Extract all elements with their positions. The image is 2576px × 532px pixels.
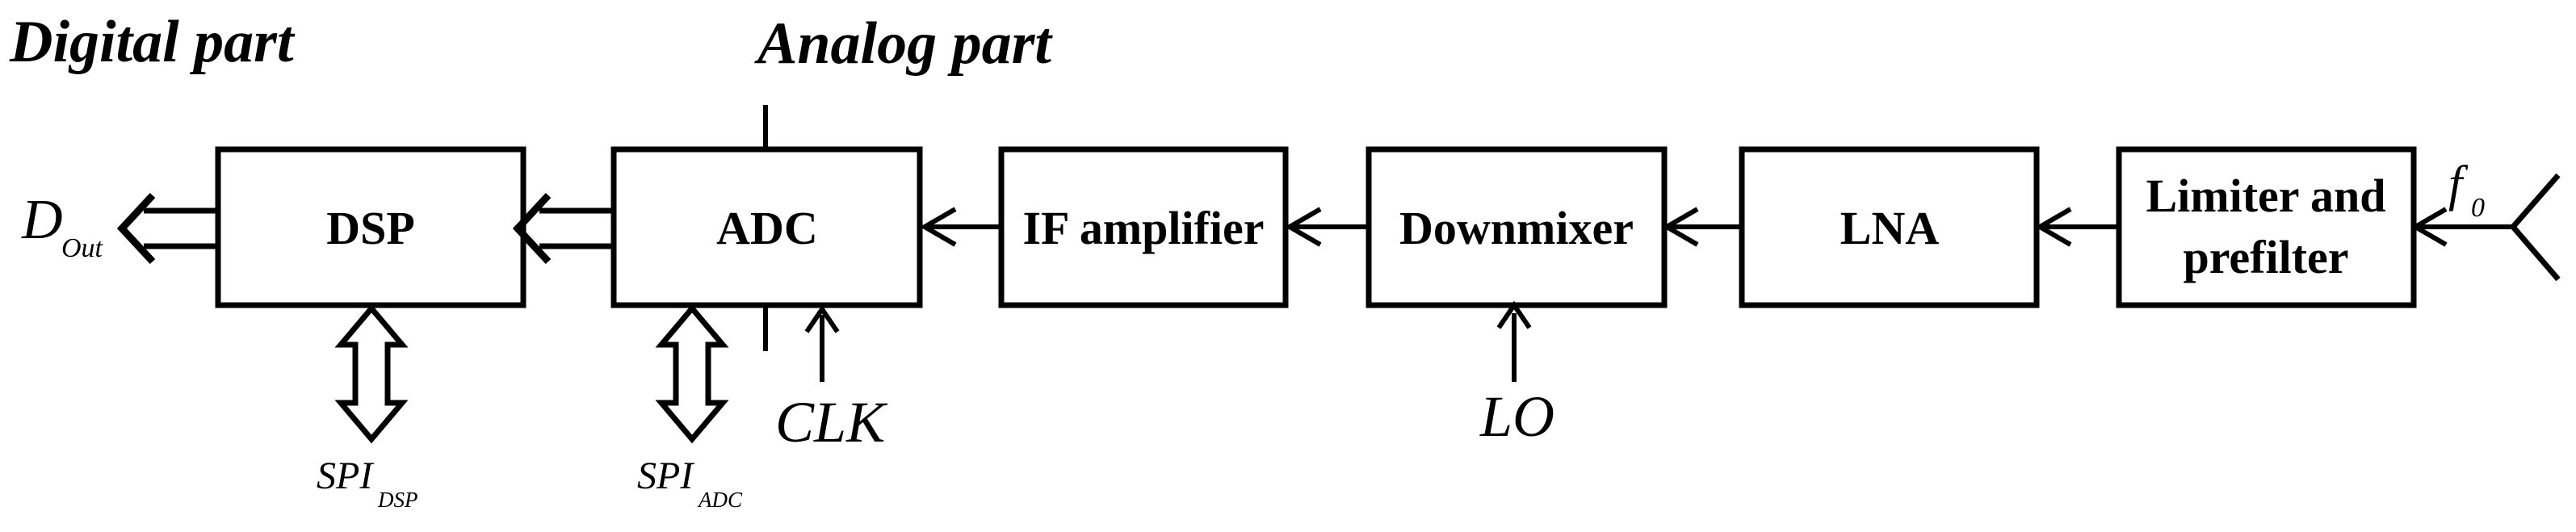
spi-dsp-label: SPI DSP [317, 455, 418, 512]
d-out-label: D Out [21, 189, 104, 263]
limiter-prefilter-block: Limiter and prefilter [2116, 146, 2417, 308]
f0-subscript: 0 [2471, 193, 2485, 223]
dsp-label: DSP [326, 202, 415, 254]
downmixer-label: Downmixer [1399, 202, 1634, 254]
if-amplifier-label: IF amplifier [1022, 202, 1264, 254]
arrow-limiter-to-lna [2035, 207, 2119, 247]
adc-label: ADC [716, 202, 818, 254]
clk-arrow [804, 304, 840, 382]
lo-arrow [1496, 300, 1532, 382]
bus-arrow-adc-to-dsp [512, 192, 614, 265]
limiter-prefilter-label-line2: prefilter [2183, 231, 2348, 283]
if-amplifier-box [998, 146, 1289, 308]
f0-main: f [2448, 157, 2469, 212]
antenna-icon [2511, 173, 2561, 282]
downmixer-block: Downmixer [1366, 146, 1668, 308]
lo-label: LO [1479, 384, 1554, 449]
spi-dsp-bus-arrow [334, 304, 409, 444]
arrow-downmixer-to-if [1285, 207, 1369, 247]
spi-adc-main: SPI [637, 455, 694, 497]
analog-part-label: Analog part [754, 10, 1053, 77]
arrow-lna-to-downmixer [1662, 207, 1742, 247]
spi-dsp-subscript: DSP [377, 488, 418, 512]
spi-adc-bus-arrow [655, 304, 729, 444]
spi-adc-label: SPI ADC [637, 455, 743, 512]
spi-dsp-main: SPI [317, 455, 374, 497]
bus-arrow-dsp-output [116, 192, 218, 265]
arrow-input-to-limiter [2410, 207, 2513, 247]
adc-box [610, 146, 923, 308]
lna-label: LNA [1840, 202, 1940, 254]
lna-block: LNA [1739, 146, 2040, 308]
d-out-subscript: Out [61, 233, 104, 263]
spi-adc-subscript: ADC [697, 488, 743, 512]
clk-label: CLK [775, 390, 888, 455]
dsp-block: DSP [215, 146, 527, 308]
if-amplifier-block: IF amplifier [998, 146, 1289, 308]
d-out-main: D [21, 189, 63, 251]
digital-part-label: Digital part [9, 9, 296, 75]
limiter-prefilter-label-line1: Limiter and [2146, 170, 2386, 222]
arrow-if-to-adc [920, 207, 1001, 247]
adc-block: ADC [610, 146, 923, 308]
f0-label: f 0 [2448, 157, 2485, 223]
